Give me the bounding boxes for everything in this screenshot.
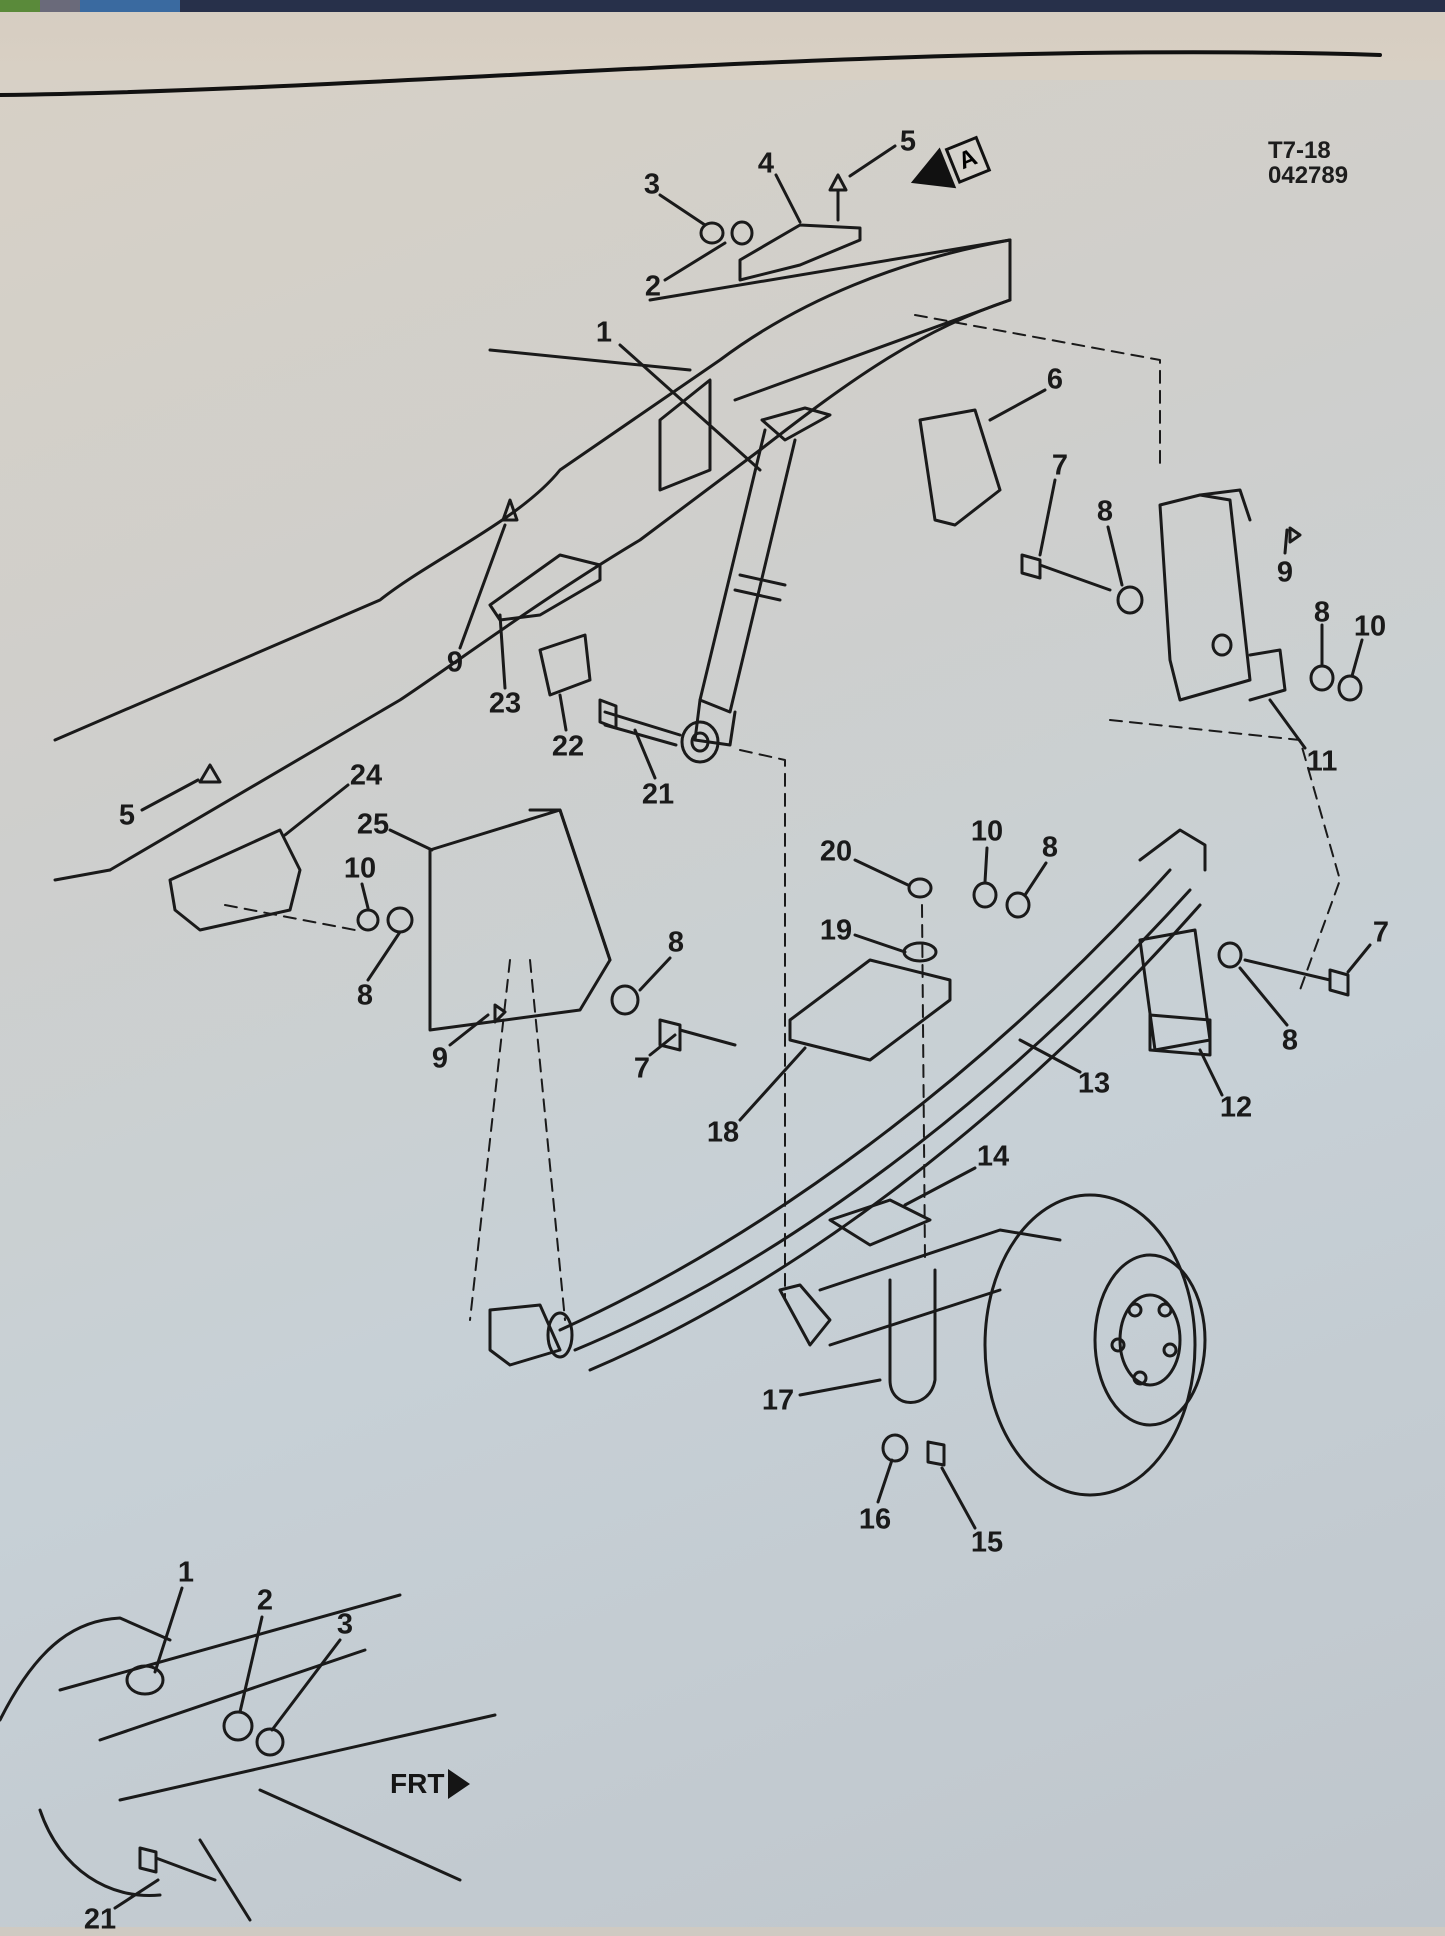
front-direction-indicator: FRT <box>390 1768 471 1800</box>
inset-callout-number: 21 <box>83 1903 117 1936</box>
frt-label: FRT <box>390 1768 445 1799</box>
axle-drum <box>778 1193 1207 1497</box>
callout-number: 8 <box>1313 596 1331 629</box>
callout-number: 17 <box>761 1384 795 1417</box>
callout-number: 8 <box>356 979 374 1012</box>
bracket-6 <box>918 408 1002 527</box>
background-strip <box>0 0 1445 12</box>
figure-id-line1: T7-18 <box>1268 137 1331 164</box>
callout-number: 22 <box>551 730 585 763</box>
upper-bracket <box>699 173 862 282</box>
callout-number: 15 <box>970 1526 1004 1559</box>
front-hanger <box>1158 488 1287 702</box>
callout-number: 5 <box>118 799 136 832</box>
callout-number: 7 <box>1372 916 1390 949</box>
rear-shackle-bracket <box>168 763 737 1052</box>
callout-number: 7 <box>633 1052 651 1085</box>
callout-number: 24 <box>349 759 383 792</box>
callout-number: 10 <box>343 852 377 885</box>
callout-number: 3 <box>643 168 661 201</box>
callout-number: 18 <box>706 1116 740 1149</box>
callout-number: 19 <box>819 914 853 947</box>
callout-number: 2 <box>644 270 662 303</box>
leader-lines <box>140 144 1372 1530</box>
callout-number: 12 <box>1219 1091 1253 1124</box>
figure-id-line2: 042789 <box>1268 162 1349 190</box>
figure-id: T7-18 042789 <box>1268 137 1349 190</box>
callout-number: 11 <box>1306 745 1338 778</box>
inset-callout-number: 3 <box>336 1608 354 1641</box>
rear-shackle <box>1138 928 1350 1057</box>
callout-number: 8 <box>1096 495 1114 528</box>
spring-plate <box>788 877 1031 1062</box>
callout-number: 14 <box>976 1140 1010 1173</box>
inset-callout-number: 2 <box>256 1584 274 1617</box>
callout-number: 1 <box>595 316 613 349</box>
callout-number: 5 <box>899 125 917 158</box>
inset-callout-number: 1 <box>177 1556 195 1589</box>
callout-number: 8 <box>1281 1024 1299 1057</box>
shock-absorber <box>680 406 832 764</box>
callout-number: 8 <box>667 926 685 959</box>
assembly-lines <box>224 314 1341 1321</box>
callout-number: 10 <box>970 815 1004 848</box>
leaf-spring <box>488 828 1207 1372</box>
inset-view <box>0 1586 497 1922</box>
callout-number: 10 <box>1353 610 1387 643</box>
callout-number: 21 <box>641 778 675 811</box>
callout-number: 4 <box>757 147 775 180</box>
bumper-bracket <box>488 498 602 697</box>
callout-number: 8 <box>1041 831 1059 864</box>
callout-number: 9 <box>431 1042 449 1075</box>
arrow-right-icon <box>448 1769 471 1799</box>
callout-number: 9 <box>1276 556 1294 589</box>
callout-number: 6 <box>1046 363 1064 396</box>
callout-number: 23 <box>488 687 522 720</box>
fasteners-right <box>1020 526 1363 702</box>
callout-number: 9 <box>446 646 464 679</box>
callout-number: 25 <box>356 808 390 841</box>
callout-number: 20 <box>819 835 853 868</box>
callout-number: 7 <box>1051 449 1069 482</box>
frame-rail <box>53 238 1012 882</box>
callout-number: 13 <box>1077 1067 1111 1100</box>
bolt-21 <box>598 698 682 747</box>
callout-number: 16 <box>858 1503 892 1536</box>
